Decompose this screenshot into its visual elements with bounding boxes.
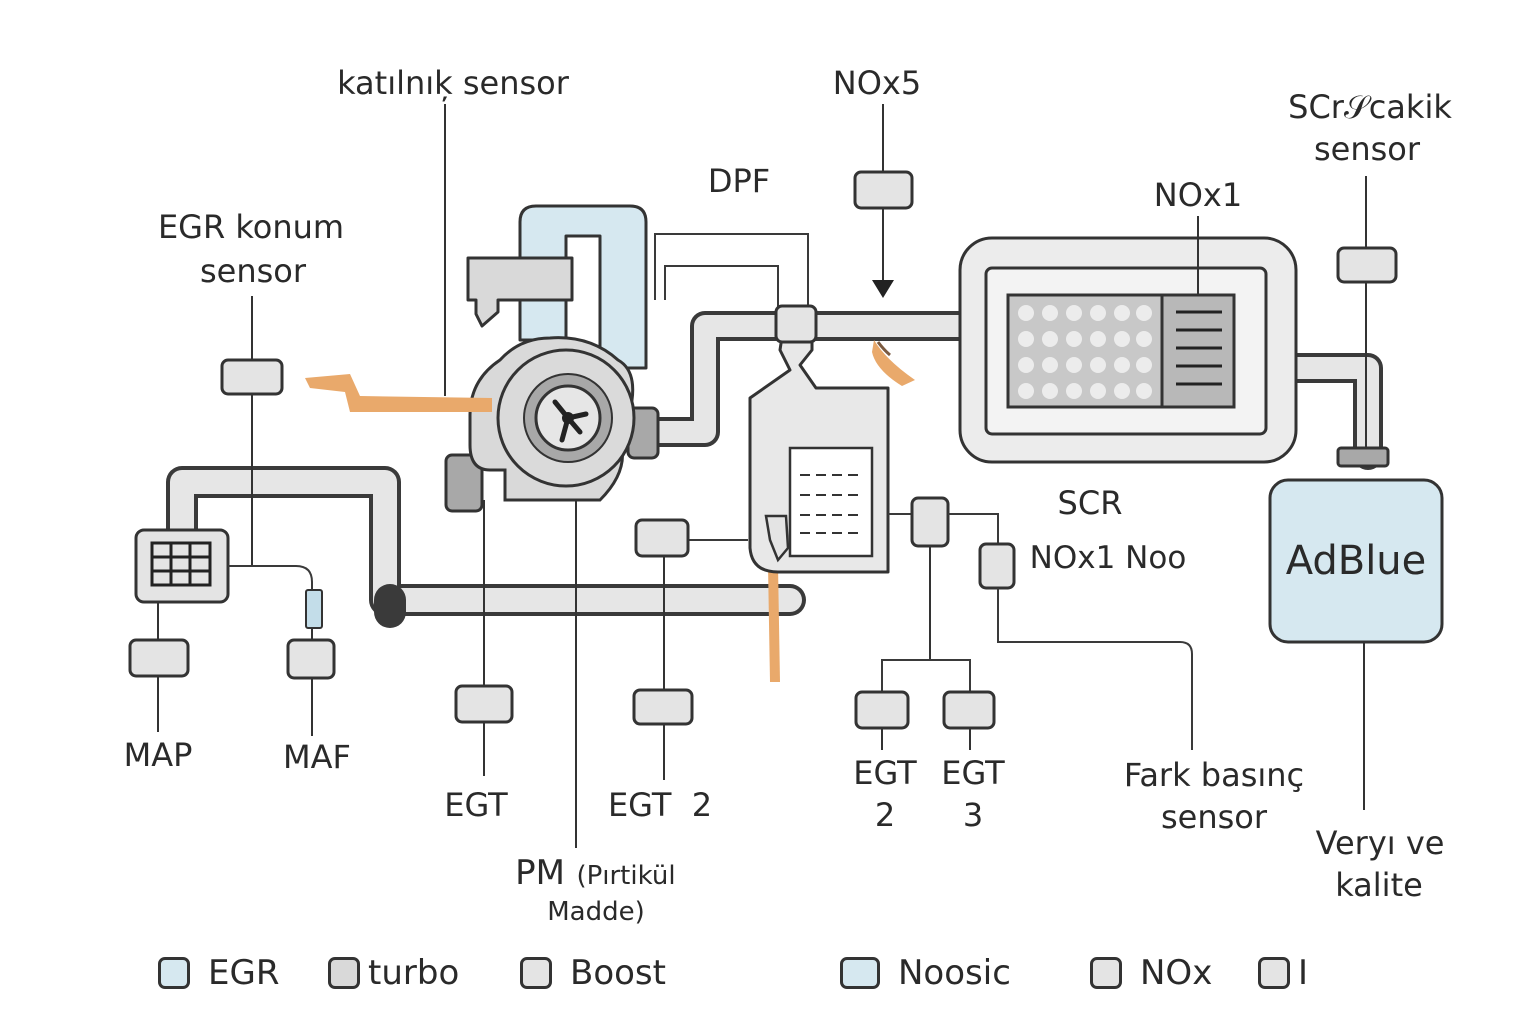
legend-label: Boost (570, 953, 666, 993)
pipe-network (166, 311, 1383, 628)
label-pm-paren2: Madde) (547, 897, 645, 927)
label-nox5: NOx5 (833, 64, 921, 102)
label-nox1-noo: NOx1 Noo (1030, 540, 1187, 576)
label-nox1-top: NOx1 (1154, 176, 1242, 214)
label-map: MAP (124, 736, 193, 774)
middle-sensors (444, 104, 748, 848)
scr-adblue-pipe-outline (1275, 353, 1383, 470)
label-fark-2: sensor (1161, 798, 1268, 836)
legend-item-egr: EGR (158, 948, 279, 998)
legend-label: NOx (1140, 953, 1213, 993)
scr-adblue-pipe-fill (1279, 357, 1379, 466)
label-scr: SCR (1058, 484, 1123, 522)
legend-label: I (1298, 953, 1309, 993)
label-egt3-a: EGT (941, 754, 1005, 792)
left-sensors (128, 296, 336, 736)
legend-item-noosic: Noosic (840, 948, 1011, 998)
diagram-canvas: katılnıķ sensor NOx5 DPF SCr𝒮cakik senso… (124, 64, 1453, 927)
turbo-dpf-pipe-fill (639, 315, 811, 443)
label-maf: MAF (283, 738, 351, 776)
legend-swatch (840, 957, 880, 989)
legend-item-boost: Boost (520, 948, 666, 998)
label-veryi-1: Veryı ve (1316, 824, 1445, 862)
grid-icon (150, 541, 212, 587)
nox5-sensor (853, 104, 914, 298)
legend-item-i: I (1258, 948, 1308, 998)
label-dpf: DPF (708, 162, 770, 200)
dpf-unit (748, 304, 890, 574)
label-fark-1: Fark basınç (1124, 756, 1304, 794)
turbo-wire-loops (654, 233, 809, 312)
label-pm-paren: (Pırtikül (576, 861, 675, 891)
label-egt2-mid: EGT 2 (608, 786, 712, 824)
legend-label: turbo (368, 953, 460, 993)
legend-swatch (520, 957, 552, 989)
legend-item-turbo: turbo (328, 948, 459, 998)
nox5-arrow-icon (872, 280, 894, 298)
adblue-tank (1268, 446, 1444, 810)
turbine-icon (552, 399, 589, 443)
diagram-labels: katılnıķ sensor NOx5 DPF SCr𝒮cakik senso… (124, 64, 1453, 927)
legend: EGR turbo Boost Noosic NOx I (0, 948, 1536, 1004)
legend-swatch (158, 957, 190, 989)
label-egt3-b: 3 (963, 796, 983, 834)
label-egr-konum-1: EGR konum (158, 208, 344, 246)
legend-item-nox: NOx (1090, 948, 1212, 998)
scr-temp-sensor (1336, 176, 1398, 448)
label-egt2-a: EGT (853, 754, 917, 792)
scr-unit (958, 216, 1298, 464)
egr-pipe (518, 204, 648, 370)
label-katilnik-sensor: katılnıķ sensor (337, 64, 570, 102)
legend-swatch (1258, 957, 1290, 989)
legend-swatch (328, 957, 360, 989)
label-egr-konum-2: sensor (200, 252, 307, 290)
intake-pipe-fill (170, 470, 802, 612)
intake-duct (466, 256, 574, 328)
label-egt: EGT (444, 786, 508, 824)
label-egt2-b: 2 (875, 796, 895, 834)
label-adblue: AdBlue (1286, 538, 1427, 584)
legend-label: Noosic (898, 953, 1011, 993)
label-pm: PM (515, 853, 565, 893)
exhaust-flows (305, 340, 915, 682)
turbocharger (444, 336, 660, 513)
legend-label: EGR (208, 953, 280, 993)
legend-swatch (1090, 957, 1122, 989)
label-scr-temp-2: sensor (1314, 130, 1421, 168)
label-veryi-2: kalite (1335, 866, 1423, 904)
right-sensors (854, 496, 1193, 750)
label-scr-temp-1: SCr𝒮cakik (1288, 88, 1452, 126)
